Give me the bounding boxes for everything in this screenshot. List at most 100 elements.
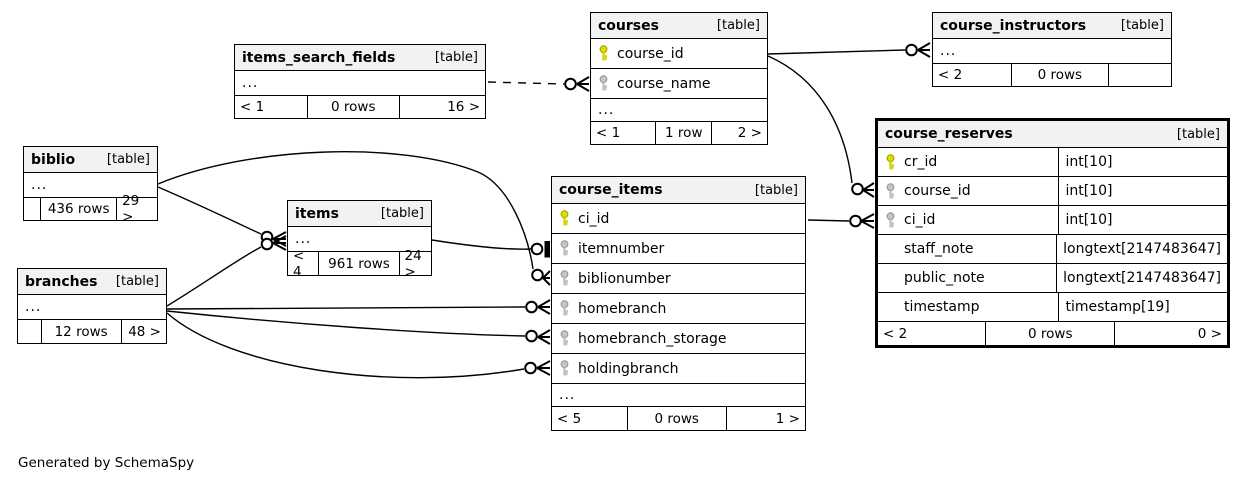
column-name: homebranch_storage [578, 330, 727, 347]
table-name-link[interactable]: course_reserves [885, 126, 1013, 142]
footer-prev-count: < 2 [933, 64, 1012, 86]
column-row: staff_note longtext[2147483647] [878, 235, 1227, 264]
footer-prev-count [24, 198, 42, 220]
primary-key-icon [885, 153, 896, 171]
foreign-key-icon [559, 330, 570, 347]
ellipsis: ... [559, 387, 576, 403]
columns-ellipsis-row: ... [552, 384, 805, 407]
table-name-link[interactable]: branches [25, 273, 98, 290]
footer-next-count: 48 > [128, 323, 161, 340]
column-row: course_name [591, 69, 767, 99]
footer-prev-count [18, 320, 42, 343]
column-name: public_note [904, 270, 985, 286]
column-row: cr_id int[10] [878, 148, 1227, 177]
table-course-reserves: course_reserves [table] cr_id int[10] co… [875, 118, 1230, 348]
columns-ellipsis-row: ... [24, 173, 157, 198]
table-footer: 12 rows 48 > [18, 320, 166, 343]
table-name-link[interactable]: biblio [31, 151, 76, 168]
generated-by-note: Generated by SchemaSpy [18, 455, 195, 471]
footer-row-count: 12 rows [42, 320, 122, 343]
column-row: course_id int[10] [878, 177, 1227, 206]
table-footer: < 4 961 rows 24 > [288, 247, 431, 280]
footer-prev-count: < 1 [235, 96, 308, 118]
column-name: timestamp [904, 299, 980, 315]
table-tag: [table] [380, 206, 424, 221]
table-course-instructors: course_instructors [table] ... < 2 0 row… [932, 12, 1172, 87]
table-header[interactable]: items_search_fields [table] [235, 45, 485, 71]
column-row: course_id [591, 39, 767, 69]
table-header[interactable]: items [table] [288, 201, 431, 227]
table-name-link[interactable]: items [295, 205, 339, 222]
column-name: course_id [617, 45, 684, 62]
primary-key-icon [598, 45, 609, 62]
columns-ellipsis-row: ... [18, 295, 166, 320]
columns-ellipsis-row: ... [933, 39, 1171, 64]
table-tag: [table] [1120, 18, 1164, 33]
footer-prev-count: < 1 [591, 122, 657, 144]
column-type: timestamp[19] [1065, 299, 1170, 315]
table-tag: [table] [434, 50, 478, 65]
foreign-key-icon [598, 75, 609, 92]
table-name-link[interactable]: courses [598, 17, 659, 34]
table-courses: courses [table] course_id course_name ..… [590, 12, 768, 145]
table-header[interactable]: courses [table] [591, 13, 767, 39]
table-branches: branches [table] ... 12 rows 48 > [17, 268, 167, 344]
foreign-key-icon [885, 182, 896, 200]
column-name: staff_note [904, 241, 974, 257]
ellipsis: ... [295, 231, 312, 247]
column-row: homebranch [552, 294, 805, 324]
column-row: public_note longtext[2147483647] [878, 264, 1227, 293]
footer-row-count: 0 rows [986, 322, 1116, 345]
foreign-key-icon [559, 270, 570, 287]
table-footer: < 2 0 rows 0 > [878, 322, 1227, 345]
table-tag: [table] [1176, 126, 1220, 142]
table-course-items: course_items [table] ci_id itemnumber bi… [551, 176, 806, 431]
table-items: items [table] ... < 4 961 rows 24 > [287, 200, 432, 280]
primary-key-icon [559, 210, 570, 227]
footer-next-count: 0 > [1197, 325, 1222, 342]
column-row: itemnumber [552, 234, 805, 264]
footer-row-count: 1 row [656, 122, 713, 144]
column-name: ci_id [578, 210, 610, 227]
table-header[interactable]: course_instructors [table] [933, 13, 1171, 39]
table-header[interactable]: course_items [table] [552, 177, 805, 204]
table-name-link[interactable]: items_search_fields [242, 49, 396, 66]
column-name: homebranch [578, 300, 667, 317]
footer-row-count: 0 rows [628, 407, 727, 430]
footer-prev-count: < 2 [878, 322, 987, 345]
columns-ellipsis-row: ... [235, 71, 485, 96]
footer-next-count: 16 > [447, 99, 480, 115]
foreign-key-icon [885, 211, 896, 229]
column-row: ci_id [552, 204, 805, 234]
table-footer: < 2 0 rows [933, 64, 1171, 86]
column-type: longtext[2147483647] [1063, 241, 1221, 257]
footer-next-count: 1 > [775, 410, 800, 427]
column-name: itemnumber [578, 240, 665, 257]
table-header[interactable]: course_reserves [table] [878, 121, 1227, 148]
columns-ellipsis-row: ... [591, 99, 767, 122]
footer-row-count: 0 rows [1012, 64, 1110, 86]
table-header[interactable]: biblio [table] [24, 147, 157, 173]
table-name-link[interactable]: course_items [559, 182, 663, 198]
column-type: int[10] [1065, 154, 1113, 170]
foreign-key-icon [559, 240, 570, 257]
foreign-key-icon [559, 300, 570, 317]
footer-prev-count: < 4 [288, 248, 320, 280]
table-tag: [table] [106, 152, 150, 167]
ellipsis: ... [31, 177, 48, 193]
column-row: holdingbranch [552, 354, 805, 384]
column-name: cr_id [904, 154, 938, 170]
ellipsis: ... [940, 43, 957, 59]
table-header[interactable]: branches [table] [18, 269, 166, 295]
table-name-link[interactable]: course_instructors [940, 17, 1087, 34]
ellipsis: ... [242, 75, 259, 91]
column-row: ci_id int[10] [878, 206, 1227, 235]
footer-row-count: 436 rows [41, 198, 118, 220]
footer-next-count: 24 > [404, 247, 422, 280]
table-footer: < 5 0 rows 1 > [552, 407, 805, 430]
column-type: int[10] [1065, 183, 1113, 199]
table-tag: [table] [115, 274, 159, 289]
footer-next-count: 29 > [122, 193, 140, 225]
